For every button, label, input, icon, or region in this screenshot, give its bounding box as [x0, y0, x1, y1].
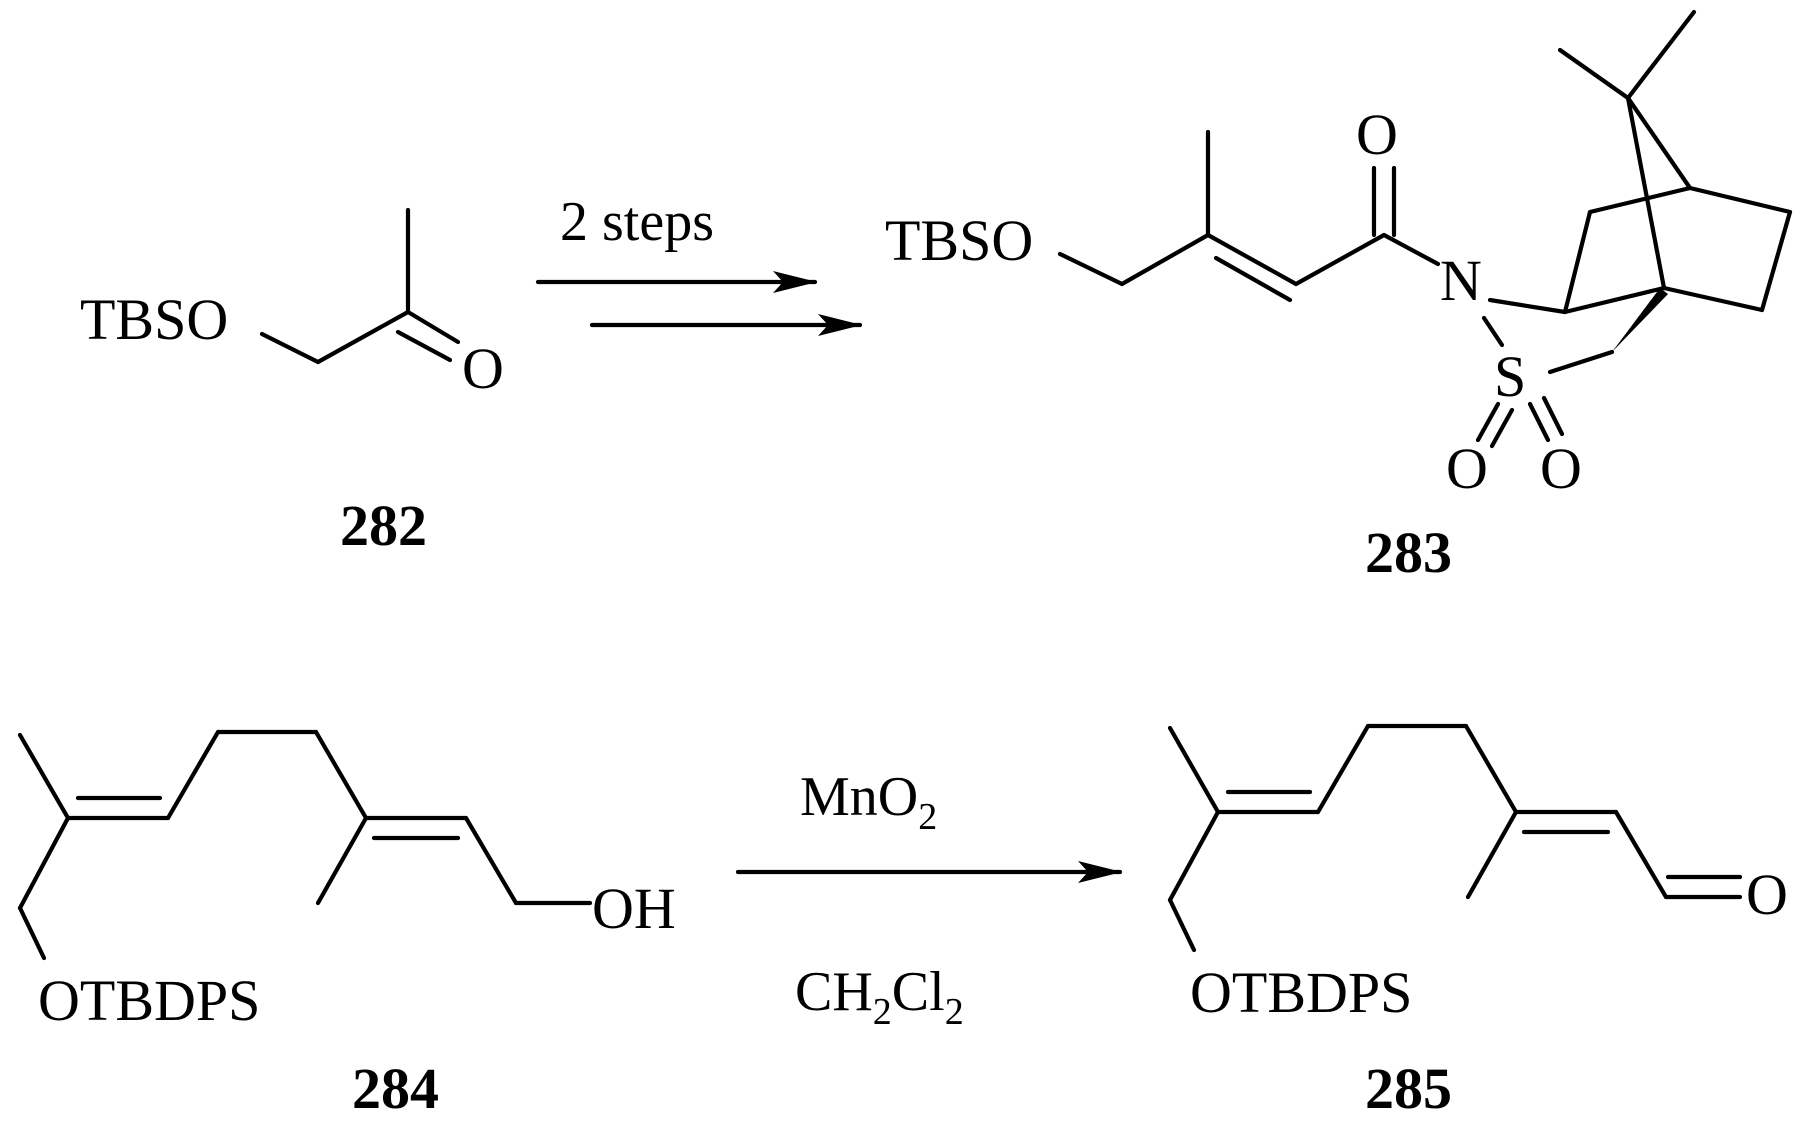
- aldehyde-o-285: O: [1746, 862, 1788, 927]
- solvent-ch2cl2: CH2Cl2: [795, 961, 964, 1033]
- sulfonyl-o-left-283: O: [1446, 436, 1488, 501]
- otbdps-label-284: OTBDPS: [38, 968, 260, 1033]
- otbdps-label-285: OTBDPS: [1190, 960, 1412, 1025]
- compound-285: OTBDPS O 285: [1167, 723, 1788, 1121]
- tbso-label-282: TBSO: [80, 287, 228, 352]
- compound-284: OTBDPS OH 284: [17, 729, 676, 1121]
- sulfonyl-o-right-283: O: [1540, 436, 1582, 501]
- hydroxyl-284: OH: [592, 876, 676, 941]
- tbso-label-283: TBSO: [885, 208, 1033, 273]
- carbonyl-o-283: O: [1356, 102, 1398, 167]
- compound-number-283: 283: [1365, 520, 1452, 585]
- compound-283: TBSO O N S O O: [885, 9, 1793, 585]
- condition-2-steps: 2 steps: [560, 191, 714, 253]
- nitrogen-283: N: [1440, 248, 1482, 313]
- sulfur-283: S: [1494, 344, 1526, 409]
- oxidation-arrow: MnO2 CH2Cl2: [735, 766, 1123, 1033]
- compound-number-282: 282: [340, 493, 427, 558]
- two-step-arrows: 2 steps: [535, 191, 863, 336]
- compound-282: TBSO O 282: [80, 207, 504, 558]
- carbonyl-o-282: O: [462, 336, 504, 401]
- reagent-mno2: MnO2: [800, 766, 937, 838]
- compound-number-285: 285: [1365, 1056, 1452, 1121]
- compound-number-284: 284: [352, 1056, 439, 1121]
